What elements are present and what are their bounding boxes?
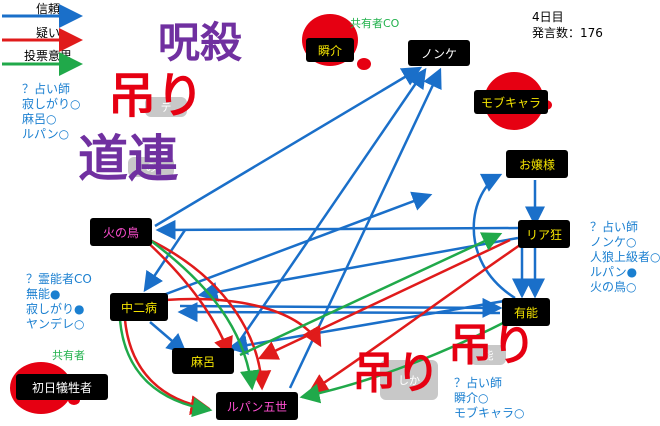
ghost-node-te: テ [145, 97, 187, 117]
remark-count: 発言数：176 [532, 26, 603, 40]
note-line: 無能● [26, 287, 61, 301]
note-line: モブキャラ○ [454, 406, 525, 420]
node-yuunou[interactable]: 有能 [502, 298, 550, 326]
stamp-hanged: 吊り [108, 68, 205, 124]
note-line: ヤンデレ○ [26, 317, 85, 331]
ghost-node-no: の [128, 157, 174, 177]
note-bottom: ？占い師 瞬介○ モブキャラ○ [454, 376, 524, 421]
arrow-doubt [149, 238, 272, 391]
note-line: ？占い師 [22, 82, 71, 96]
legend-trust: 信頼 [36, 2, 61, 16]
note-line: 麻呂○ [22, 112, 57, 126]
note-line: 火の鳥○ [590, 280, 637, 294]
note-line: ルパン● [590, 265, 638, 279]
arrow-trust [227, 298, 511, 355]
arrow-vote [149, 239, 260, 391]
note-line: 寂しがり○ [22, 97, 81, 111]
stamp-dragged: 道連 [78, 130, 178, 188]
node-nonke[interactable]: ノンケ [408, 40, 470, 66]
arrow-vote [299, 320, 506, 404]
note-line: ？占い師 [454, 376, 503, 390]
arrow-trust [230, 67, 427, 353]
arrow-doubt [144, 239, 233, 358]
arrow-doubt [257, 238, 511, 360]
arrow-vote [239, 232, 503, 357]
arrow-trust [197, 236, 519, 302]
blood-splatter [357, 58, 371, 70]
ghost-node-shika: しか [380, 360, 438, 400]
blood-splatter [68, 395, 80, 405]
node-mob[interactable]: モブキャラ [474, 90, 548, 114]
arrow-vote [118, 319, 213, 418]
ghost-node-nou: 能 [470, 345, 506, 365]
note-line: ？霊能者CO [26, 272, 92, 286]
legend-doubt: 疑い [36, 26, 61, 40]
stamp-hanged: 吊り [352, 348, 440, 399]
arrow-trust [149, 321, 187, 354]
note-line: ルパン○ [22, 127, 70, 141]
arrow-trust [177, 302, 501, 323]
note-right: ？占い師 ノンケ○ 人狼上級者○ ルパン● 火の鳥○ [590, 220, 660, 295]
note-line: ？占い師 [590, 220, 639, 234]
arrow-trust [472, 173, 516, 300]
node-ojousama[interactable]: お嬢様 [506, 150, 568, 178]
node-hinotori[interactable]: 火の鳥 [90, 218, 152, 246]
note-line: 瞬介○ [454, 391, 489, 405]
note-top-left: ？占い師 寂しがり○ 麻呂○ ルパン○ [22, 82, 80, 142]
arrow-trust [154, 66, 423, 228]
node-maro[interactable]: 麻呂 [172, 348, 234, 374]
tag-kyouyuu: 共有者 [52, 349, 85, 362]
node-shunsuke[interactable]: 瞬介 [306, 38, 354, 62]
note-line: 寂しがり● [26, 302, 85, 316]
co-tag-kyouyuu: 共有者CO [350, 17, 400, 30]
day-label: 4日目 [532, 10, 564, 24]
stamp-hanged: 吊り [448, 320, 536, 371]
note-line: 人狼上級者○ [590, 250, 660, 264]
node-lupin[interactable]: ルパン五世 [216, 392, 298, 420]
arrow-trust [149, 191, 433, 302]
node-first-victim[interactable]: 初日犠牲者 [16, 374, 108, 400]
stamp-cursed: 呪殺 [158, 18, 243, 67]
arrow-doubt [307, 243, 521, 394]
note-mid-left: ？霊能者CO 無能● 寂しがり● ヤンデレ○ [26, 272, 92, 332]
node-riajuu[interactable]: リア狂 [518, 220, 570, 248]
note-line: ノンケ○ [590, 235, 637, 249]
node-chuunibyou[interactable]: 中二病 [110, 293, 168, 321]
